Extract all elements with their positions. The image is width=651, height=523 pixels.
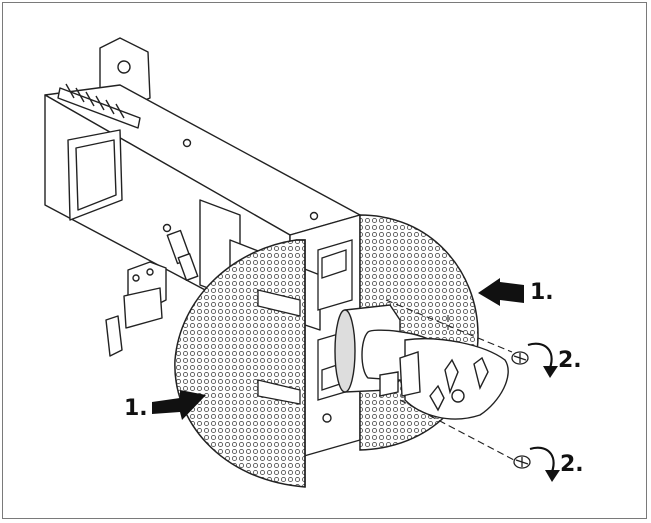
step-1-label-left: 1. — [124, 396, 148, 421]
screw-lower — [513, 455, 531, 469]
screw-upper — [511, 351, 529, 365]
step-1-label-right: 1. — [530, 280, 554, 305]
guide-lines — [385, 299, 515, 461]
step-2-label-lower: 2. — [560, 452, 584, 477]
figure-frame — [2, 2, 647, 519]
rotation-arrow-lower-head — [545, 470, 560, 482]
cylindrical-component — [334, 304, 509, 420]
step-2-label-upper: 2. — [558, 348, 582, 373]
rotation-arrow-upper-head — [543, 366, 558, 378]
push-arrow-left — [152, 390, 206, 420]
rotation-arrow-upper — [527, 342, 553, 369]
push-arrow-right — [478, 278, 524, 306]
rotation-arrow-lower — [529, 446, 555, 473]
